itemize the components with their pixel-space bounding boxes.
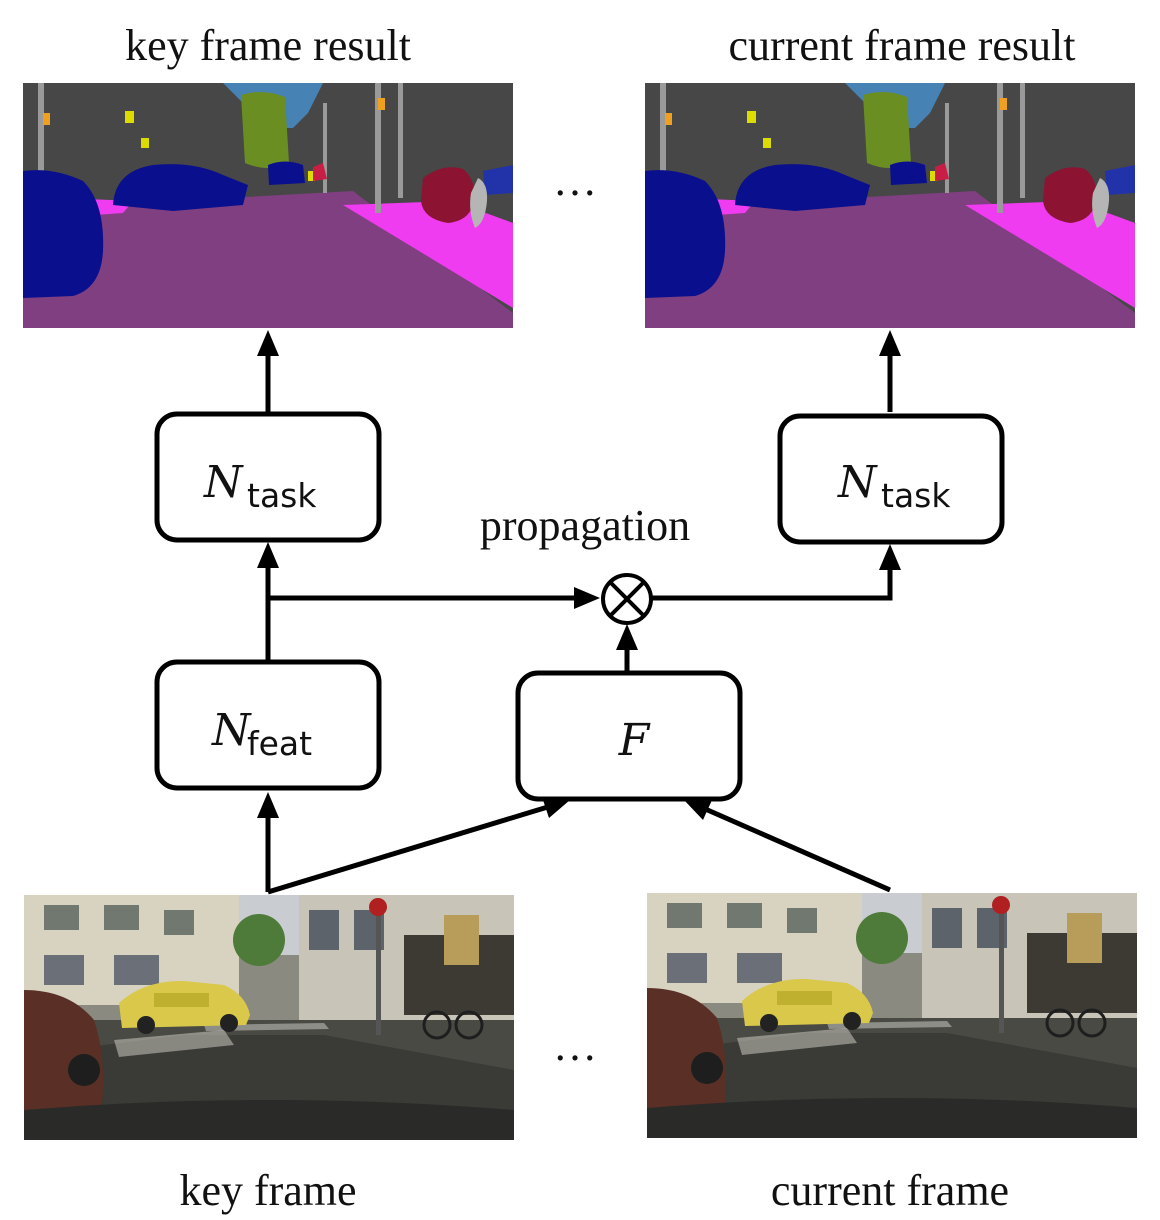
- arrowhead-feat-to-propagation: [574, 587, 600, 609]
- arrowhead-current-frame-to-flow: [684, 800, 712, 820]
- ellipsis-bottom: …: [553, 1021, 597, 1070]
- current-frame-result-label: current frame result: [729, 21, 1076, 70]
- task-right-subscript: task: [881, 476, 951, 515]
- arrowhead-key-frame-to-flow: [542, 797, 570, 818]
- arrowhead-feat-to-task-left: [257, 542, 279, 568]
- key-frame-label: key frame: [179, 1166, 356, 1215]
- task-network-left: N task: [154, 411, 382, 543]
- current-frame-label: current frame: [771, 1166, 1009, 1215]
- task-left-subscript: task: [247, 476, 317, 515]
- propagation-label: propagation: [480, 501, 690, 550]
- task-left-symbol: N: [203, 457, 244, 508]
- propagation-operator: [601, 573, 653, 625]
- wire-key-frame-to-flow: [267, 803, 552, 895]
- ellipsis-top: …: [553, 156, 597, 205]
- feat-symbol: N: [211, 705, 252, 756]
- arrowhead-task-right-to-result: [879, 330, 901, 356]
- arrowhead-task-left-to-result: [257, 330, 279, 356]
- task-network-right: N task: [777, 413, 1005, 545]
- wire-current-frame-to-flow: [701, 805, 892, 893]
- wire-propagation-to-task-right: [652, 562, 893, 601]
- feat-subscript: feat: [247, 724, 312, 763]
- arrowhead-key-frame-to-feat: [257, 792, 279, 818]
- task-right-symbol: N: [837, 457, 878, 508]
- key-frame-result-label: key frame result: [125, 21, 411, 70]
- current-frame-result-image: [645, 83, 1135, 328]
- flow-network: F: [515, 670, 743, 802]
- key-frame-result-image: [23, 83, 513, 328]
- arrowhead-propagation-to-task-right: [879, 544, 901, 570]
- flow-symbol: F: [618, 715, 651, 766]
- arrowhead-flow-to-propagation: [616, 624, 638, 650]
- key-frame-image: [22, 893, 516, 1142]
- feature-network: N feat: [154, 659, 382, 791]
- current-frame-image: [645, 891, 1139, 1140]
